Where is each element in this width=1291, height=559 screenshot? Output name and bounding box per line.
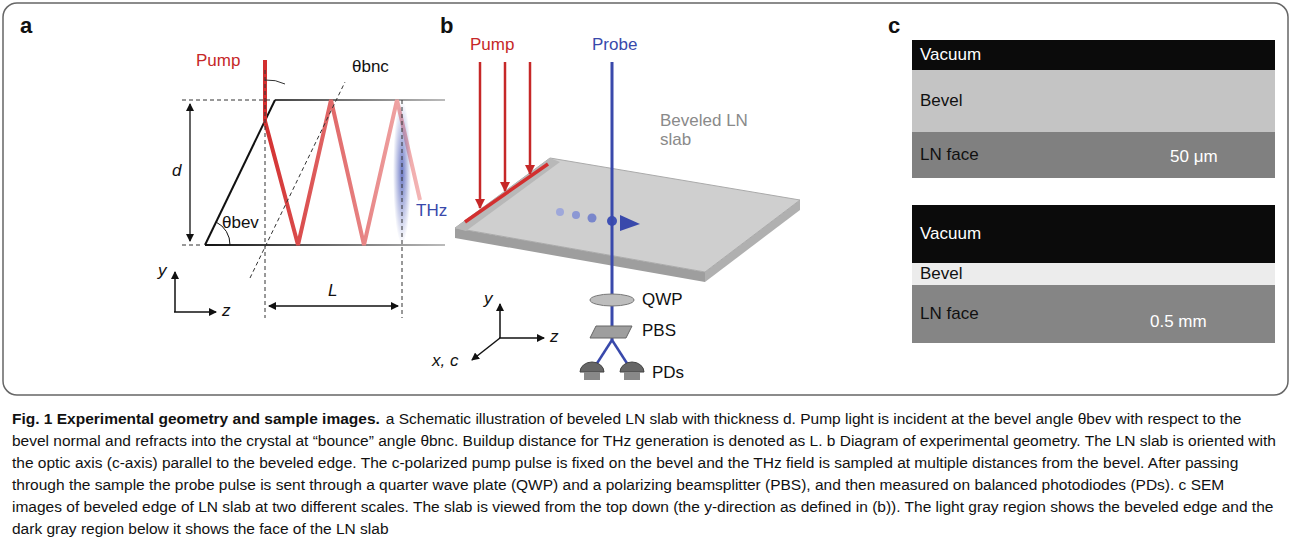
figure-label: y	[158, 262, 167, 281]
region-label: Bevel	[920, 91, 963, 111]
panel-b-drawing	[455, 62, 800, 380]
figure-label: z	[222, 302, 231, 321]
region-label: LN face	[920, 304, 979, 324]
sem-region: Bevel	[912, 70, 1275, 132]
figure-label: θbev	[222, 214, 259, 233]
figure-label: c	[888, 14, 900, 38]
sem-region: LN face	[912, 132, 1275, 178]
caption-text: a Schematic illustration of beveled LN s…	[12, 410, 1276, 537]
figure-label: PDs	[652, 364, 684, 383]
caption-title: Fig. 1 Experimental geometry and sample …	[12, 410, 380, 427]
sem-region: Vacuum	[912, 205, 1275, 263]
region-label: Vacuum	[920, 224, 981, 244]
figure-label: THz	[416, 202, 447, 221]
figure-label: Pump	[470, 36, 514, 55]
figure-label: θbnc	[352, 58, 389, 77]
panel-frame	[3, 3, 1288, 395]
figure-label: 50 μm	[1170, 148, 1218, 167]
figure-label: QWP	[642, 291, 683, 310]
figure-label: b	[440, 14, 453, 38]
figure-label: Pump	[196, 52, 240, 71]
region-label: LN face	[920, 145, 979, 165]
figure-caption: Fig. 1 Experimental geometry and sample …	[12, 408, 1278, 540]
figure-label: 0.5 mm	[1150, 313, 1207, 332]
sem-region: Vacuum	[912, 40, 1275, 70]
figure-label: a	[20, 14, 32, 38]
figure-label: L	[328, 282, 337, 301]
figure-label: PBS	[642, 322, 676, 341]
sem-region: LN face	[912, 285, 1275, 343]
panel-a-drawing	[174, 60, 445, 318]
figure-label: z	[550, 328, 559, 347]
figure-label: y	[484, 290, 493, 309]
sem-region: Bevel	[912, 263, 1275, 285]
figure-label: x, c	[432, 352, 458, 371]
figure-label: Probe	[592, 36, 637, 55]
region-label: Vacuum	[920, 45, 981, 65]
figure-label: Beveled LN slab	[660, 112, 770, 149]
figure-label: d	[172, 162, 181, 181]
region-label: Bevel	[920, 264, 963, 284]
